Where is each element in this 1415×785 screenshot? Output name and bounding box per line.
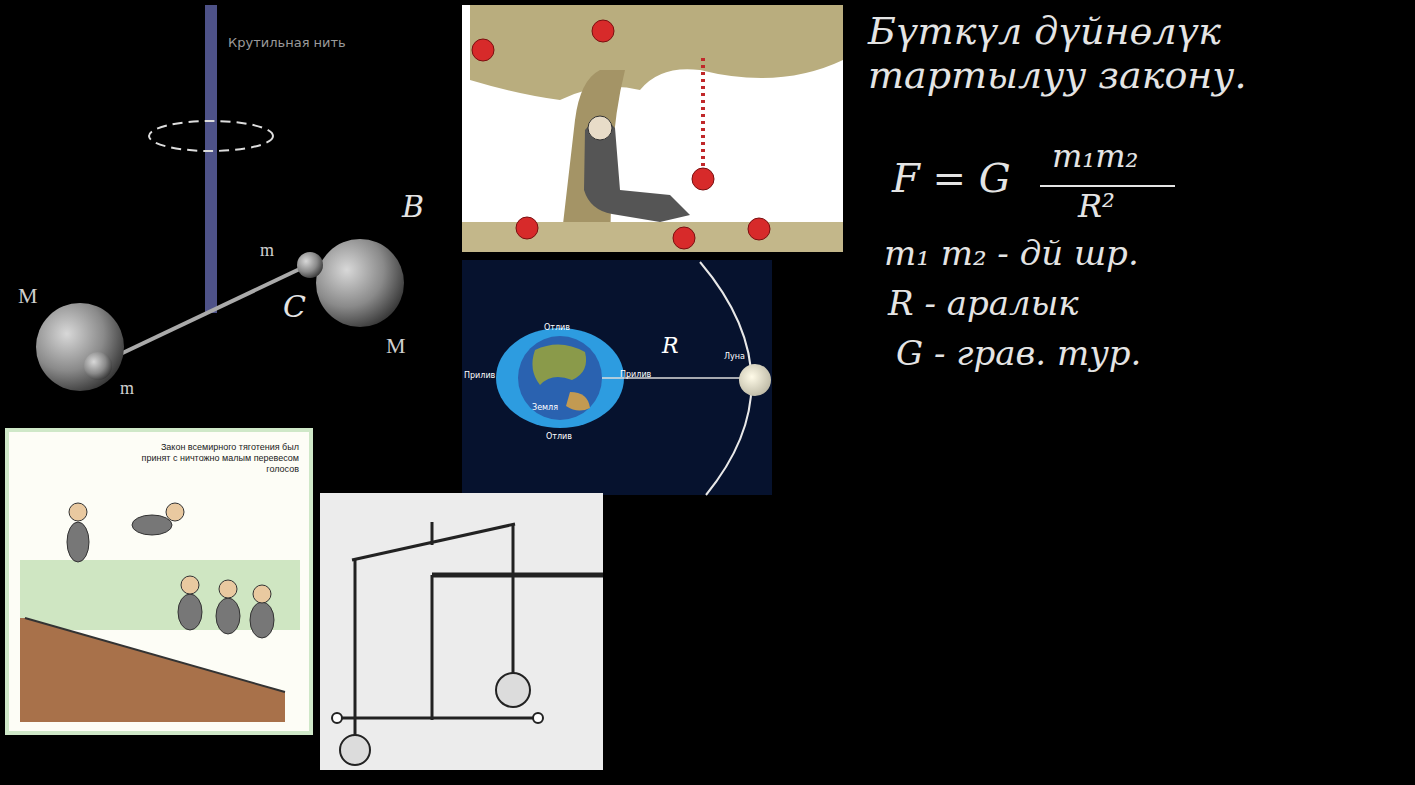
label-text: m: [120, 378, 134, 399]
newton-apple-tree: [462, 5, 843, 252]
label-text: Прилив: [464, 371, 495, 380]
handwritten-text: C: [283, 290, 306, 325]
label-text: Земля: [532, 403, 558, 412]
cartoon-picture: [5, 428, 313, 735]
label-text: Отлив: [546, 432, 572, 441]
handwritten-text: F = G: [892, 155, 1011, 201]
caption-text: Закон всемирного тяготения был принят с …: [131, 442, 299, 474]
handwritten-text: R - аралык: [888, 284, 1079, 323]
fraction-bar: [1040, 185, 1175, 187]
label-text: M: [18, 283, 38, 308]
torsion-balance: [36, 5, 404, 391]
earth-moon-picture: [462, 260, 772, 495]
handwritten-text: B: [402, 190, 424, 225]
cartoon-frame: Закон всемирного тяготения был принят с …: [5, 428, 313, 735]
cavendish-apparatus: [320, 493, 603, 770]
handwritten-text: G - грав. тур.: [896, 334, 1141, 373]
handwritten-text: Бүткүл дүйнөлүк тартылуу закону.: [868, 10, 1338, 97]
label-text: Крутильная нить: [228, 36, 348, 51]
label-text: Отлив: [544, 323, 570, 332]
handwritten-text: R: [662, 333, 679, 358]
label-text: Прилив: [620, 370, 651, 379]
handwritten-text: R²: [1078, 188, 1115, 225]
handwritten-text: m₁m₂: [1052, 138, 1138, 175]
label-text: M: [386, 333, 406, 358]
label-text: Луна: [724, 352, 745, 361]
handwritten-text: m₁ m₂ - дй шр.: [884, 234, 1139, 273]
label-text: m: [260, 240, 274, 261]
